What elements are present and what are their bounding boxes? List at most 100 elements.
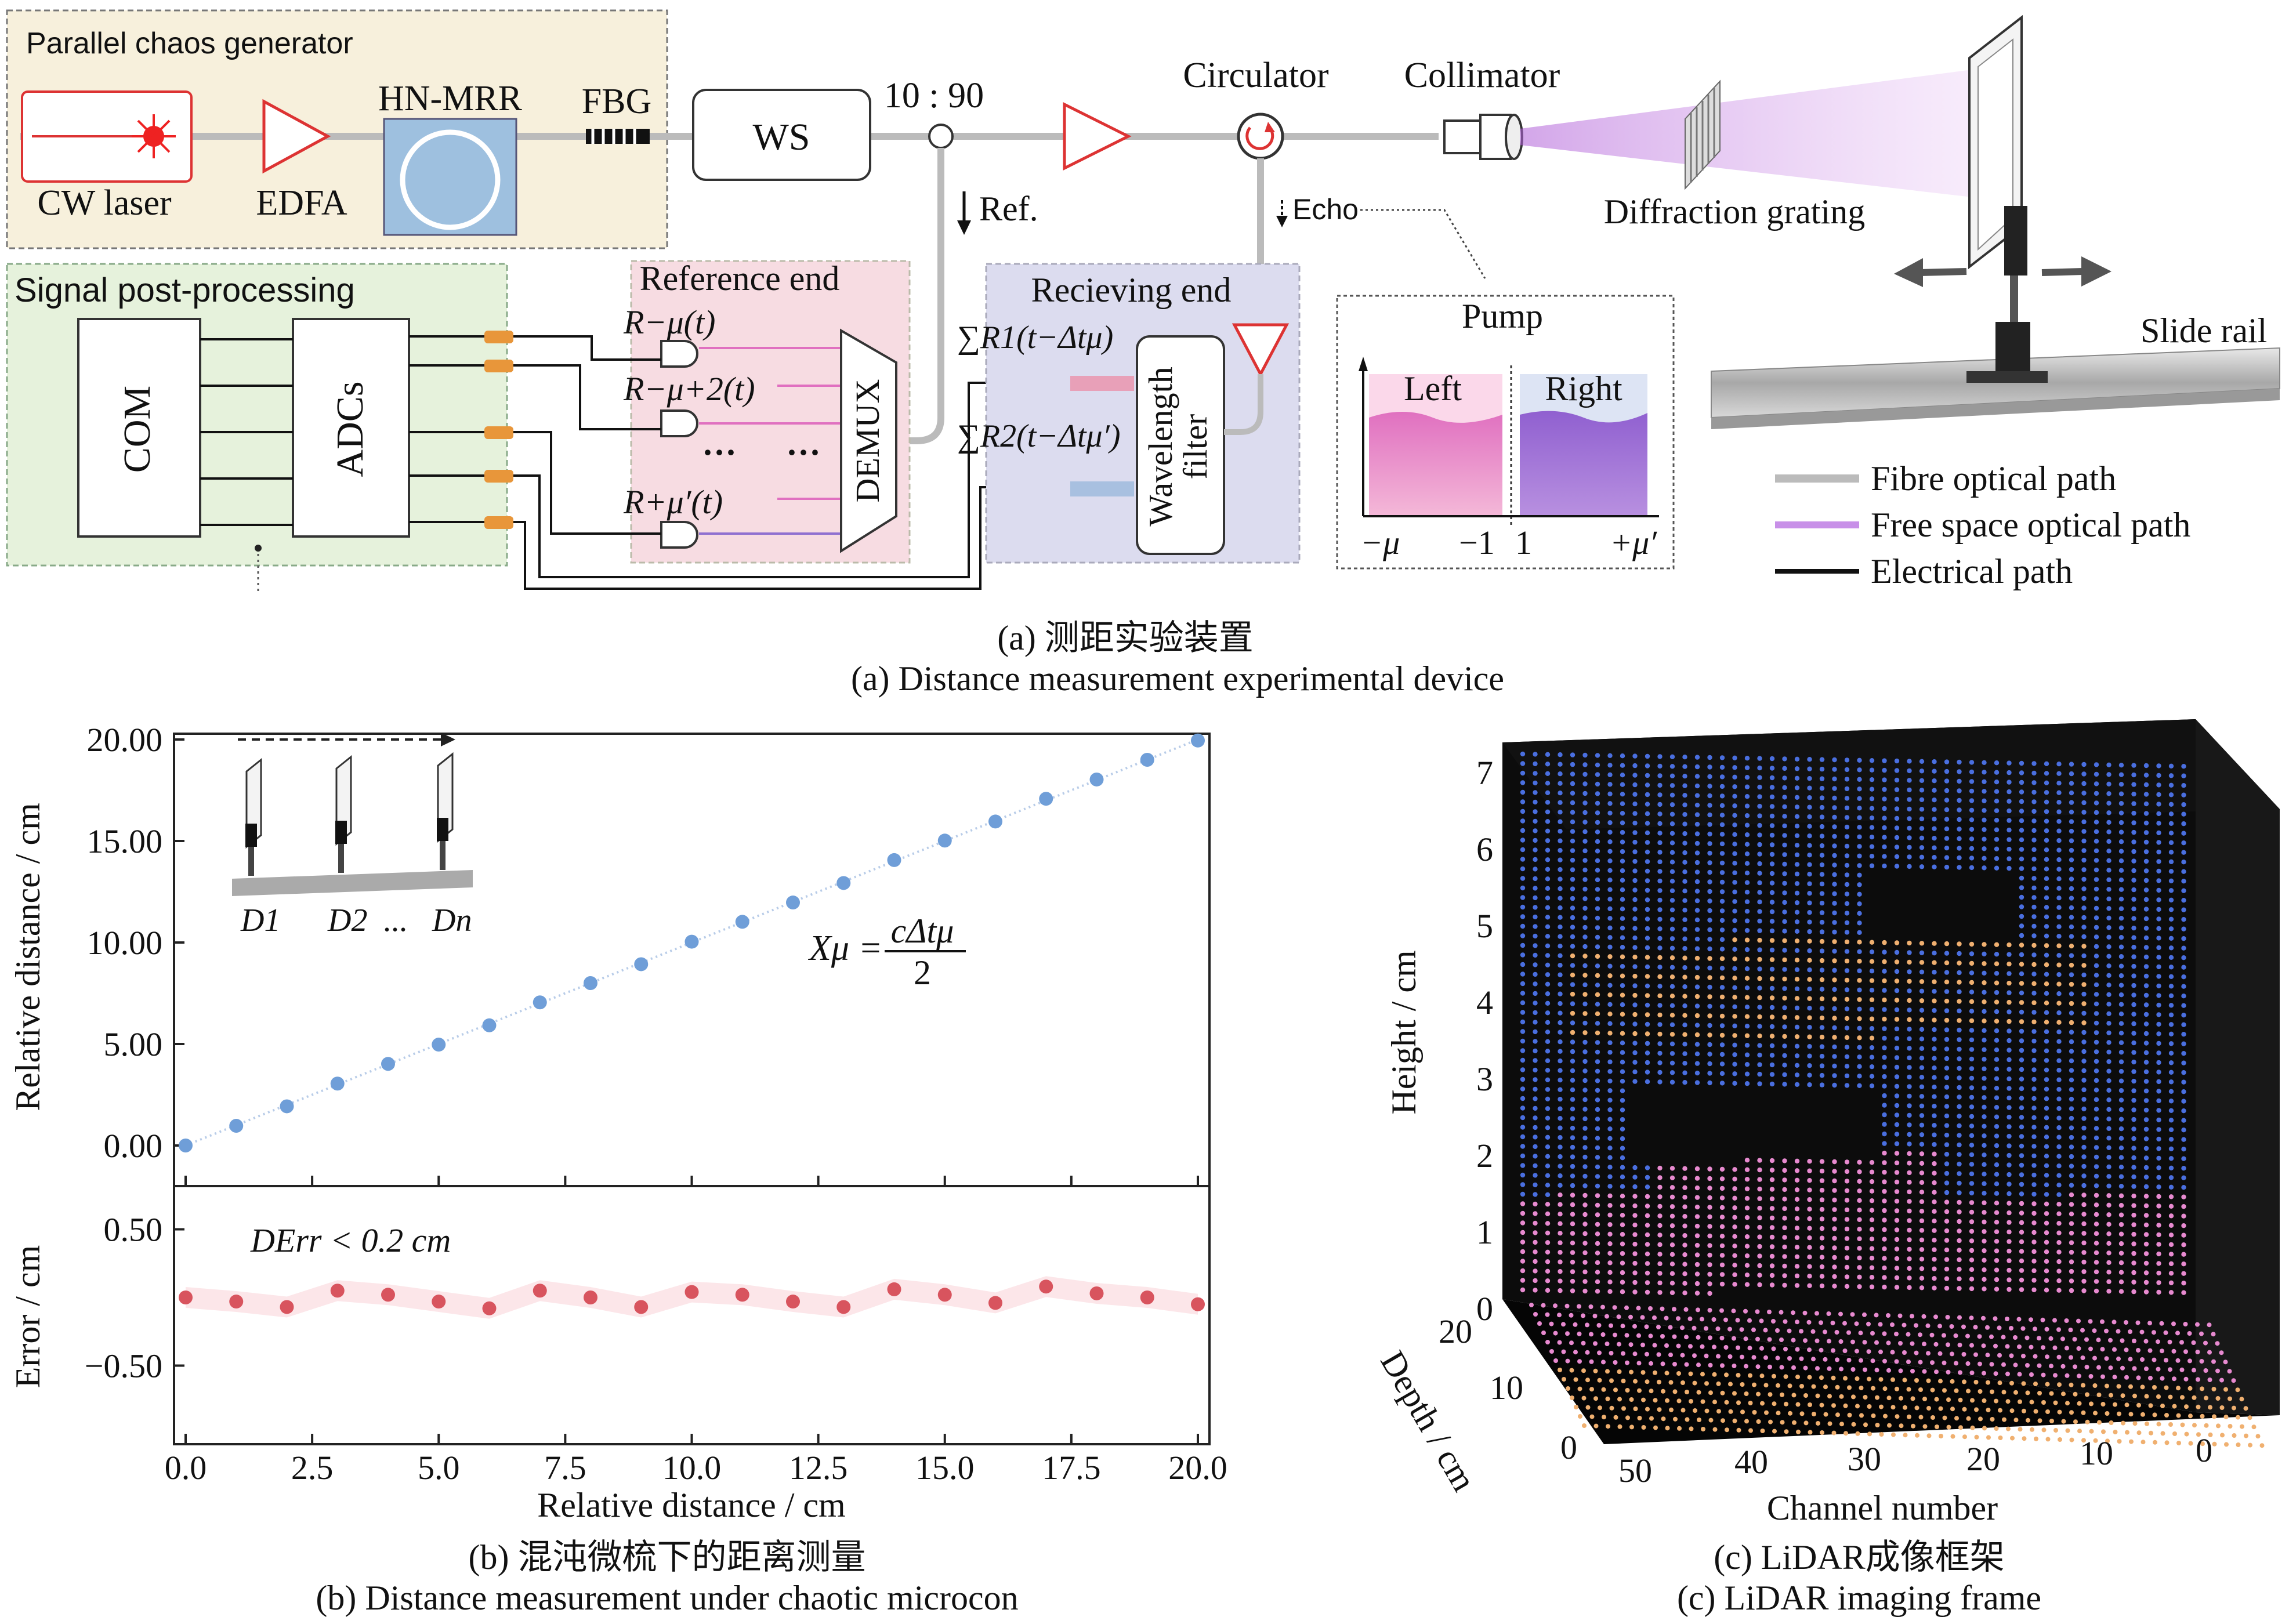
plot-b-ylabel-bottom: Error / cm [9,1245,47,1389]
lidar-point [1669,1175,1675,1181]
pump-tick-3: 1 [1515,524,1532,561]
lidar-point [1620,782,1625,787]
lidar-point [1919,998,1925,1003]
lidar-point [1669,1232,1675,1238]
lidar-point [2228,1424,2233,1429]
lidar-point [1657,1252,1663,1257]
lidar-point [1944,1094,1950,1100]
lidar-point [1819,1025,1825,1030]
lidar-point [1744,756,1750,761]
lidar-point [2056,905,2062,910]
lidar-point [2124,1347,2129,1353]
lidar-point [2219,1350,2224,1355]
lidar-point [1831,1348,1835,1353]
lidar-point [2033,1354,2038,1359]
lidar-point [1934,1397,1939,1402]
lidar-point [1744,822,1750,828]
lidar-point [1719,1205,1725,1210]
lidar-point [1593,1341,1598,1346]
lidar-point [1558,991,1563,996]
lidar-point [1969,1066,1975,1071]
lidar-point [1545,1183,1551,1188]
lidar-point [2069,1410,2074,1415]
lidar-point [2168,1184,2174,1190]
lidar-point [1907,835,1912,840]
lidar-point [2118,935,2124,940]
lidar-point [1732,1014,1737,1019]
lidar-point [1545,1192,1551,1197]
lidar-point [1787,1328,1792,1333]
lidar-point [2168,773,2174,778]
lidar-point [2031,942,2037,948]
lidar-point [1832,1245,1837,1250]
lidar-point [1558,800,1563,805]
lidar-point [2106,1049,2111,1055]
lidar-point [1907,1266,1912,1271]
lidar-point [2094,839,2099,844]
plot-b-frame [173,733,1211,1445]
lidar-point [2120,1338,2125,1343]
lidar-point [1819,929,1825,934]
lidar-point [1593,1368,1598,1373]
echo-label: Echo [1292,193,1359,226]
lidar-point [1882,1131,1887,1137]
lidar-point [1694,802,1700,808]
lidar-point [1682,1271,1687,1277]
lidar-point [1607,839,1613,844]
lidar-point [1632,1241,1638,1247]
lidar-point [1819,853,1825,858]
lidar-point [2019,1038,2024,1043]
lidar-point [1835,1412,1840,1418]
lidar-point [1894,758,1900,764]
lidar-point [1882,949,1887,955]
lidar-point [1545,1163,1551,1169]
lidar-point [1645,1070,1650,1075]
lidar-point [1907,1141,1912,1147]
lidar-point [2156,1366,2161,1372]
lidar-point [1969,1190,1975,1196]
lidar-point [2181,1041,2186,1046]
lidar-point [2094,1011,2099,1016]
lidar-point [1894,864,1900,869]
lidar-point [1676,1398,1682,1404]
lidar-point [2019,981,2024,986]
lidar-point [1558,771,1563,777]
lidar-point [1969,941,1975,947]
lidar-point [1645,1213,1650,1219]
lidar-point [1582,1001,1588,1007]
lidar-point [1911,1423,1915,1429]
lidar-point [1533,914,1538,920]
lidar-point [1795,1320,1799,1325]
lidar-point [1832,853,1837,858]
lidar-point [2007,1172,2012,1177]
lidar-point [1919,797,1925,803]
lidar-point [1520,857,1526,862]
lidar-point [1545,972,1551,977]
laser-star-icon [132,114,176,158]
lidar-point [1757,1282,1762,1288]
lidar-point [1732,1253,1737,1258]
lidar-point [1782,823,1787,829]
lidar-point [1529,1303,1534,1307]
lidar-point [1894,1160,1900,1166]
lidar-point [1832,862,1837,868]
lidar-point [2143,1251,2149,1256]
lidar-point [1607,944,1613,950]
height-tick-2: 2 [1476,1137,1493,1174]
lidar-point [1869,1035,1875,1041]
lidar-point [1857,1179,1862,1184]
lidar-point [2239,1397,2244,1402]
ytick-bottom-label: −0.50 [85,1347,162,1385]
lidar-point [1763,1355,1768,1360]
lidar-point [1607,925,1613,931]
lidar-point [2156,792,2161,798]
lidar-point [2094,1020,2099,1026]
lidar-point [1882,825,1887,831]
lidar-point [2176,1441,2181,1445]
lidar-point [2045,1437,2051,1442]
lidar-point [1582,829,1588,835]
lidar-point [1823,1384,1828,1390]
lidar-point [1808,1430,1813,1435]
lidar-point [1932,1266,1937,1271]
lidar-point [1732,966,1737,971]
